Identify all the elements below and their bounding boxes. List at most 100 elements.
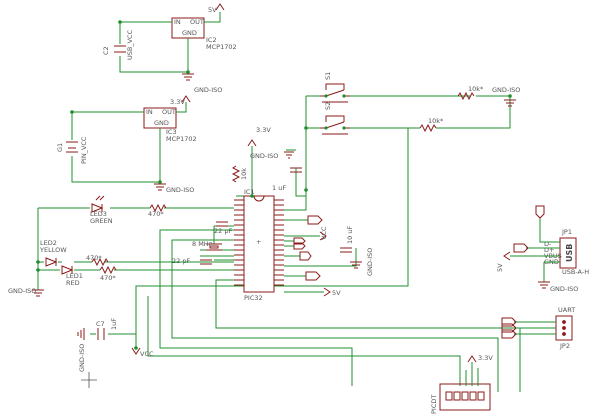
led3-symbol xyxy=(91,203,104,213)
supply-vcc-bottom-label: VCC xyxy=(140,350,154,358)
led2-yellow: LED2 YELLOW xyxy=(39,239,67,267)
gnd-iso-3-symbol xyxy=(284,151,294,159)
switch-s1-node-b xyxy=(342,94,346,98)
resistor-470-c-label: 470* xyxy=(100,274,116,282)
ic1-name-label: IC1 xyxy=(244,188,255,196)
gnd-iso-tr-label: GND-ISO xyxy=(492,86,520,94)
net-flag-4 xyxy=(299,251,312,261)
uart-net-flag-1 xyxy=(501,317,517,327)
switch-right-wires xyxy=(436,95,511,129)
uart-jp2-label: JP2 xyxy=(559,342,570,350)
led2-color-label: YELLOW xyxy=(39,246,67,254)
picdt-label: PICDT xyxy=(430,395,438,414)
ic1-right-wires xyxy=(284,190,357,293)
supply-5v-right-arrow xyxy=(503,251,511,261)
junction-8 xyxy=(36,268,40,272)
ic2-name-label: IC2 xyxy=(206,36,217,44)
gnd-iso-right-label: GND-ISO xyxy=(550,285,578,293)
gnd-iso-tr-symbol xyxy=(504,99,516,107)
switch-s1-label: S1 xyxy=(324,72,332,80)
battery-g1-symbol xyxy=(66,141,78,153)
uart-connector-jp2: UART JP2 xyxy=(555,306,575,350)
crystal-xtal-symbol xyxy=(206,243,222,251)
ic1-left-pins xyxy=(234,199,244,286)
led3-label: LED3 xyxy=(90,210,107,218)
switch-s2-label: S2 xyxy=(324,102,332,110)
capacitor-10uf-label: 10 uF xyxy=(346,226,354,244)
ic3-name-label: IC3 xyxy=(166,128,177,136)
usb-jp1-label: JP1 xyxy=(561,228,572,236)
resistor-10k-1-symbol xyxy=(457,91,475,101)
resistor-470-c-symbol xyxy=(99,265,117,275)
led2-symbol xyxy=(45,257,58,267)
junction-2 xyxy=(186,70,190,74)
supply-33v-c-label: 3.3V xyxy=(478,354,493,362)
picdt-pins xyxy=(445,391,485,401)
bus-wires-lower xyxy=(147,229,521,392)
crystal-xtal-label: 8 MHz xyxy=(192,240,213,248)
gnd-iso-mid-symbol xyxy=(350,261,362,269)
usb-jp1-body xyxy=(559,237,577,269)
supply-33v-b-arrow xyxy=(247,139,257,147)
debug-header-picdt: PICDT xyxy=(430,383,491,414)
capacitor-22pf-b-label: 22 pF xyxy=(172,257,190,265)
ic2-in-label: IN xyxy=(174,18,181,26)
capacitor-c7-label: C7 xyxy=(96,320,105,328)
ic3-in-label: IN xyxy=(146,108,153,116)
junction-5 xyxy=(250,194,254,198)
switch-bus-wires xyxy=(305,95,470,190)
led3-color-label: GREEN xyxy=(90,217,113,225)
supply-33v-b-label: 3.3V xyxy=(256,126,271,134)
led1-red: LED1 RED xyxy=(61,265,83,287)
ic3-gnd-label: GND xyxy=(154,119,169,127)
ic1-right-pins xyxy=(274,199,284,286)
net-flag-1 xyxy=(307,215,323,225)
picdt-body xyxy=(439,383,491,411)
capacitor-22pf-b-symbol xyxy=(200,259,212,265)
ic2-out-label: OUT xyxy=(190,18,204,26)
usb-part-label: USB-A-H xyxy=(562,268,589,276)
led-wires xyxy=(37,207,234,290)
gnd-iso-bl-symbol xyxy=(77,328,85,340)
junction-4 xyxy=(158,180,162,184)
resistor-470-a-label: 470* xyxy=(148,210,164,218)
supply-33v-a-arrow xyxy=(181,95,191,103)
ic1-notch xyxy=(253,195,265,202)
capacitor-c7-value: 1uF xyxy=(110,318,118,330)
resistor-470-a-symbol xyxy=(149,203,167,213)
gnd-iso-3-label: GND-ISO xyxy=(250,152,278,160)
gnd-iso-bl-label: GND-ISO xyxy=(78,344,86,372)
supply-vcc-bottom-arrow xyxy=(131,347,141,355)
supply-33v-c-arrow xyxy=(467,355,477,363)
net-flag-5 xyxy=(305,271,321,281)
uart-pin-1 xyxy=(562,320,566,324)
led3-green: LED3 GREEN xyxy=(90,195,113,225)
picdt-wires xyxy=(465,362,479,386)
supply-5v-top-arrow xyxy=(215,3,225,11)
switch-s1-node-a xyxy=(324,94,328,98)
junction-7 xyxy=(36,260,40,264)
resistor-10k-3-label: 10k xyxy=(240,168,248,180)
resistor-470-b-label: 470* xyxy=(86,254,102,262)
junction-10 xyxy=(134,346,138,350)
led1-color-label: RED xyxy=(66,279,80,287)
switch-s2-node-a xyxy=(324,126,328,130)
junction-6 xyxy=(304,188,308,192)
usb-dminus-label: D- xyxy=(544,240,552,248)
capacitor-10uf-symbol xyxy=(340,247,352,253)
supply-5v-right-label: 5V xyxy=(496,263,504,272)
supply-vcc-mid-label: VCC xyxy=(320,226,328,240)
ic3-part-label: MCP1702 xyxy=(166,135,197,143)
switch-s2-node-b xyxy=(342,126,346,130)
gnd-iso-1-symbol xyxy=(182,73,194,81)
usb-connector-jp1: JP1 USB USB-A-H D+ VBUS GND D- xyxy=(544,228,589,276)
junction-switch xyxy=(304,126,308,130)
pin-vcc-label: PIN_VCC xyxy=(80,136,88,164)
gnd-iso-left-symbol xyxy=(32,289,44,297)
capacitor-22pf-a-symbol xyxy=(216,221,228,227)
resistor-10k-2-label: 10k* xyxy=(428,117,444,125)
switch-s1-symbol xyxy=(320,83,350,103)
led1-symbol xyxy=(61,265,74,275)
usb-net-flag-mid xyxy=(513,243,529,253)
